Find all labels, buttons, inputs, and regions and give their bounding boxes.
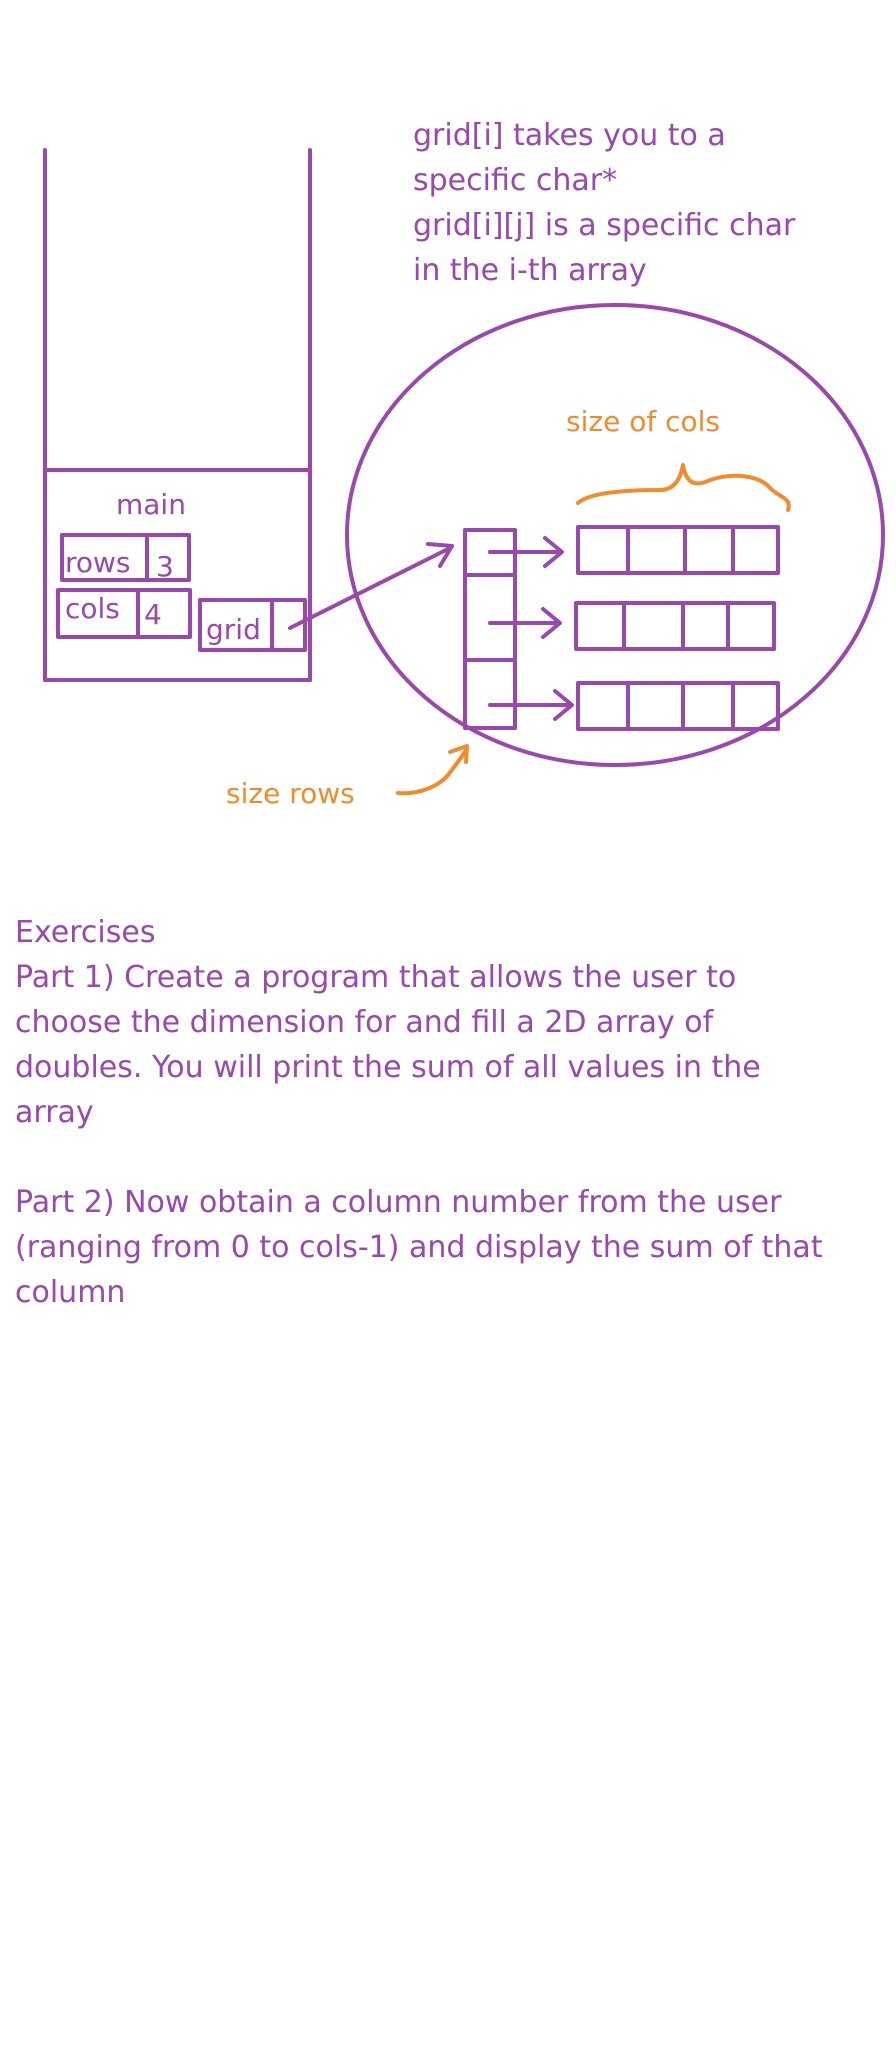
note-line: specific char* [413,163,618,198]
part1-line: Part 1) Create a program that allows the… [15,960,737,995]
size-rows-arrowhead [448,744,469,764]
exercises-heading: Exercises [15,915,156,950]
pointer-array [463,528,517,730]
size-cols-brace [576,463,791,512]
exercises-section: Exercises Part 1) Create a program that … [15,910,885,1315]
heap-region [345,303,885,767]
grid-pointer-box [270,598,307,652]
size-rows-pointer [396,748,468,796]
grid-to-array-arrowhead [426,542,454,568]
size-rows-label: size rows [226,777,355,810]
part2-line: Part 2) Now obtain a column number from … [15,1185,782,1220]
grid-to-array-arrow [288,546,452,630]
rows-value-box [145,533,191,582]
index-explanation-note: grid[i] takes you to a specific char* gr… [413,113,795,293]
rows-value: 3 [156,550,174,583]
row-0-arrowhead [543,536,564,568]
section-gap [15,1135,885,1180]
note-line: grid[i][j] is a specific char [413,208,796,243]
cols-value-box [136,588,192,639]
part2-line: column [15,1275,126,1310]
part1-line: choose the dimension for and fill a 2D a… [15,1005,714,1040]
part1-line: doubles. You will print the sum of all v… [15,1050,761,1085]
part2-line: (ranging from 0 to cols-1) and display t… [15,1230,823,1265]
cols-value: 4 [144,598,162,631]
cols-name: cols [65,592,120,625]
grid-name: grid [206,613,261,646]
rows-name: rows [65,546,131,579]
part1-line: array [15,1095,94,1130]
row-array-2 [576,681,780,731]
row-2-arrowhead [553,689,574,721]
size-cols-label: size of cols [566,405,720,438]
note-line: in the i-th array [413,253,647,288]
row-array-1 [574,601,776,651]
main-frame-label: main [116,488,186,521]
note-line: grid[i] takes you to a [413,118,726,153]
row-1-arrowhead [541,607,562,639]
row-array-0 [576,525,780,575]
